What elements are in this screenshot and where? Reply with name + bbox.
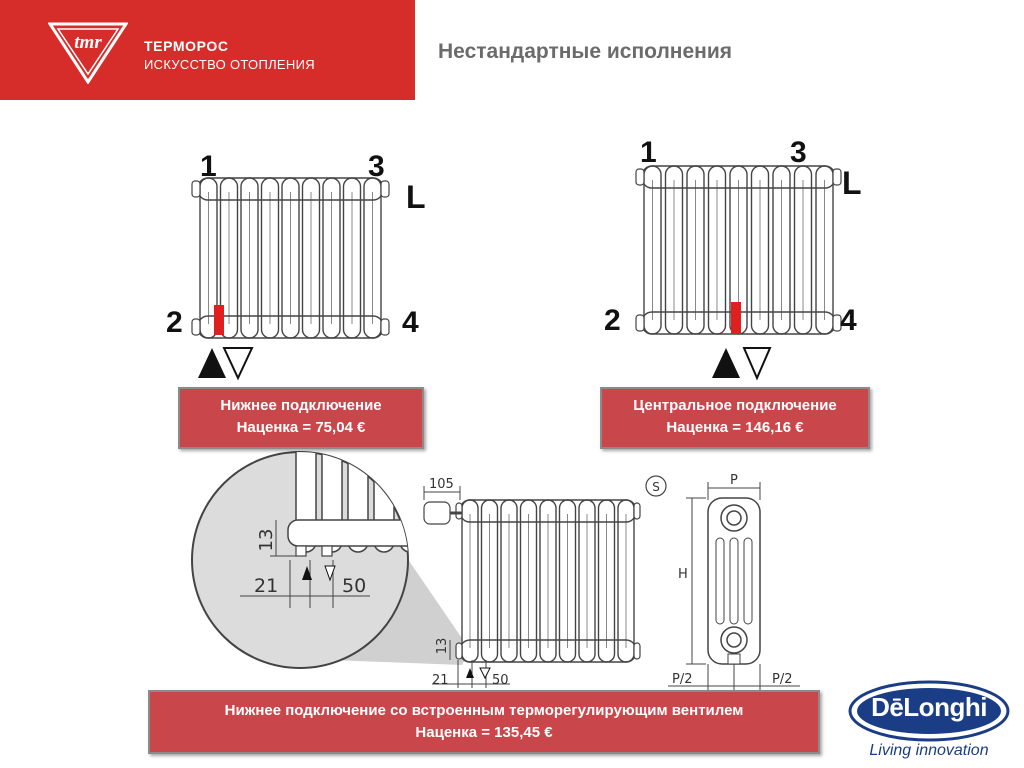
side-dim-top: P: [730, 473, 738, 488]
front-view-body: [455, 499, 641, 663]
port-label-2: 2: [166, 306, 183, 339]
radiator-end-plug: [832, 314, 842, 332]
flow-out-arrow-icon: [742, 347, 772, 381]
caption-title: Центральное подключение: [633, 397, 837, 414]
front-dim-left: 21: [432, 673, 449, 688]
brand-name: ТЕРМОРОС: [144, 38, 229, 54]
port-label-1: 1: [200, 150, 217, 183]
radiator-end-plug: [455, 642, 463, 660]
front-dim-right: 50: [492, 673, 509, 688]
zoom-dim-left: 21: [254, 575, 278, 597]
radiator-end-plug: [633, 642, 641, 660]
radiator-end-plug: [191, 318, 201, 336]
radiator-end-plug: [380, 318, 390, 336]
delonghi-tagline: Living innovation: [869, 742, 989, 759]
delonghi-brand: DēLonghi: [871, 692, 987, 722]
caption-box-bottom-connection: Нижнее подключение Наценка = 75,04 €: [178, 387, 424, 449]
delonghi-logo: DēLonghi Living innovation: [848, 680, 1014, 768]
logo-text: tmr: [74, 32, 102, 53]
flow-in-arrow-icon: [712, 348, 740, 378]
valve-marker-right: [731, 302, 741, 334]
port-label-3: 3: [790, 136, 807, 169]
side-label-l: L: [406, 179, 426, 215]
radiator-end-plug: [635, 314, 645, 332]
brand-tagline: ИСКУССТВО ОТОПЛЕНИЯ: [144, 57, 315, 72]
caption-box-thermostatic-valve: Нижнее подключение со встроенным терморе…: [148, 690, 820, 754]
radiator-end-plug: [380, 180, 390, 198]
radiator-right-body: [635, 165, 842, 335]
symbol-s-icon: [645, 475, 667, 497]
thermostat-head-icon: [423, 501, 451, 525]
caption-title: Нижнее подключение со встроенным терморе…: [224, 702, 744, 719]
symbol-s-label: S: [652, 480, 660, 494]
delonghi-oval-icon: [848, 680, 1010, 742]
zoom-dim-right: 50: [342, 575, 366, 597]
radiator-end-plug: [635, 168, 645, 186]
radiator-right: 1 3 L 2 4: [604, 136, 862, 381]
caption-price: Наценка = 135,45 €: [415, 724, 553, 741]
radiator-left-body: [191, 177, 390, 339]
port-label-4: 4: [840, 304, 857, 337]
flow-out-arrow-icon: [222, 347, 254, 381]
port-label-4: 4: [402, 306, 419, 339]
side-dim-bottom-right: P/2: [772, 672, 793, 687]
radiator-end-plug: [633, 502, 641, 520]
caption-price: Наценка = 146,16 €: [666, 419, 804, 436]
page-title: Нестандартные исполнения: [438, 40, 732, 63]
side-dim-bottom-left: P/2: [672, 672, 693, 687]
header-band: tmr ТЕРМОРОС ИСКУССТВО ОТОПЛЕНИЯ: [0, 0, 415, 100]
zoom-dim-height: 13: [256, 529, 277, 552]
front-dim-width: 105: [429, 477, 454, 492]
radiator-end-plug: [832, 168, 842, 186]
caption-title: Нижнее подключение: [220, 397, 382, 414]
tmr-logo-icon: tmr: [48, 22, 128, 84]
side-view-drawing: P H P/2 P/2: [668, 473, 800, 692]
front-dim-height: 13: [435, 638, 450, 655]
radiator-end-plug: [191, 180, 201, 198]
caption-box-central-connection: Центральное подключение Наценка = 146,16…: [600, 387, 870, 449]
port-label-1: 1: [640, 136, 657, 169]
caption-price: Наценка = 75,04 €: [236, 419, 366, 436]
side-label-l: L: [842, 165, 862, 201]
radiator-left: 1 3 L 2 4: [166, 150, 426, 381]
front-view-drawing: 105 13 21 50 S: [423, 475, 667, 688]
port-label-2: 2: [604, 304, 621, 337]
valve-marker-left: [214, 305, 224, 335]
side-dim-height: H: [678, 567, 688, 582]
flow-in-arrow-icon: [198, 348, 226, 378]
radiator-end-plug: [455, 502, 463, 520]
port-label-3: 3: [368, 150, 385, 183]
